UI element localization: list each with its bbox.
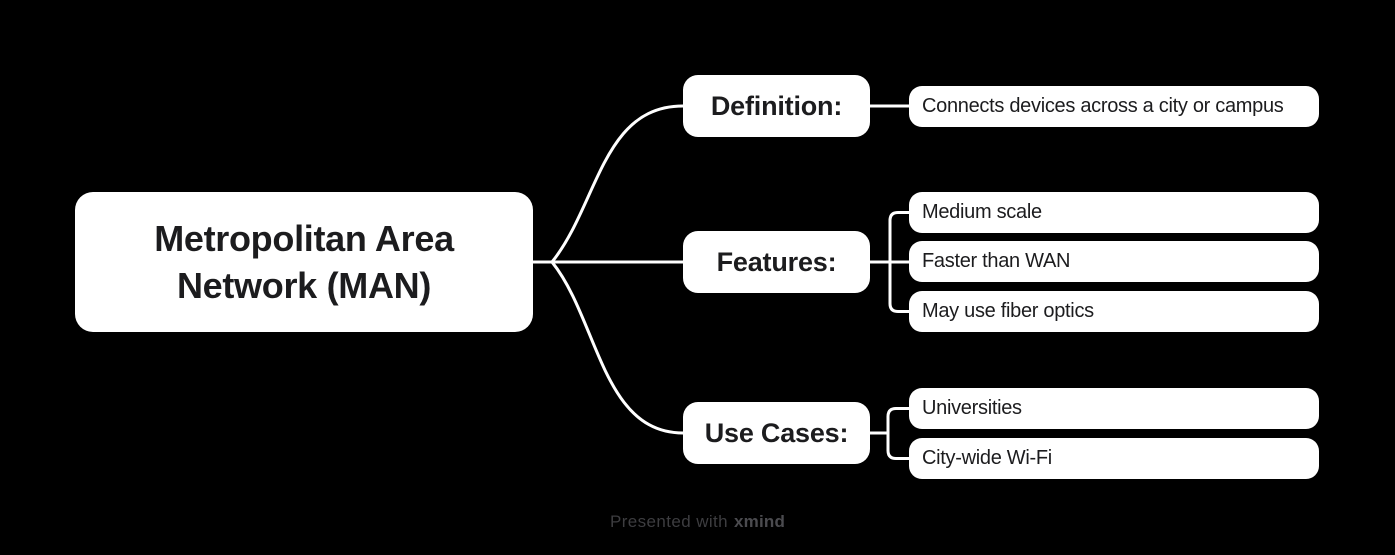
subtopic-definition-text[interactable]: Connects devices across a city or campus (909, 86, 1319, 127)
connector-features-child-top (888, 211, 911, 264)
subtopic-universities[interactable]: Universities (909, 388, 1319, 429)
subtopic-fiber-optics[interactable]: May use fiber optics (909, 291, 1319, 332)
branch-topic-features[interactable]: Features: (683, 231, 870, 293)
subtopic-faster-than-wan[interactable]: Faster than WAN (909, 241, 1319, 282)
branch-topic-use-cases[interactable]: Use Cases: (683, 402, 870, 464)
connector-root-usecases (531, 260, 685, 435)
watermark-text: Presented with (609, 512, 729, 531)
connector-features-child-bottom (888, 260, 911, 313)
connector-root-definition (531, 104, 685, 264)
root-topic[interactable]: Metropolitan Area Network (MAN) (75, 192, 533, 332)
subtopic-citywide-wifi[interactable]: City-wide Wi-Fi (909, 438, 1319, 479)
xmind-logo-text: xmind (733, 512, 786, 531)
connector-usecases-child-top (886, 407, 911, 435)
subtopic-medium-scale[interactable]: Medium scale (909, 192, 1319, 233)
branch-topic-definition[interactable]: Definition: (683, 75, 870, 137)
connector-usecases-child-bottom (886, 431, 911, 460)
